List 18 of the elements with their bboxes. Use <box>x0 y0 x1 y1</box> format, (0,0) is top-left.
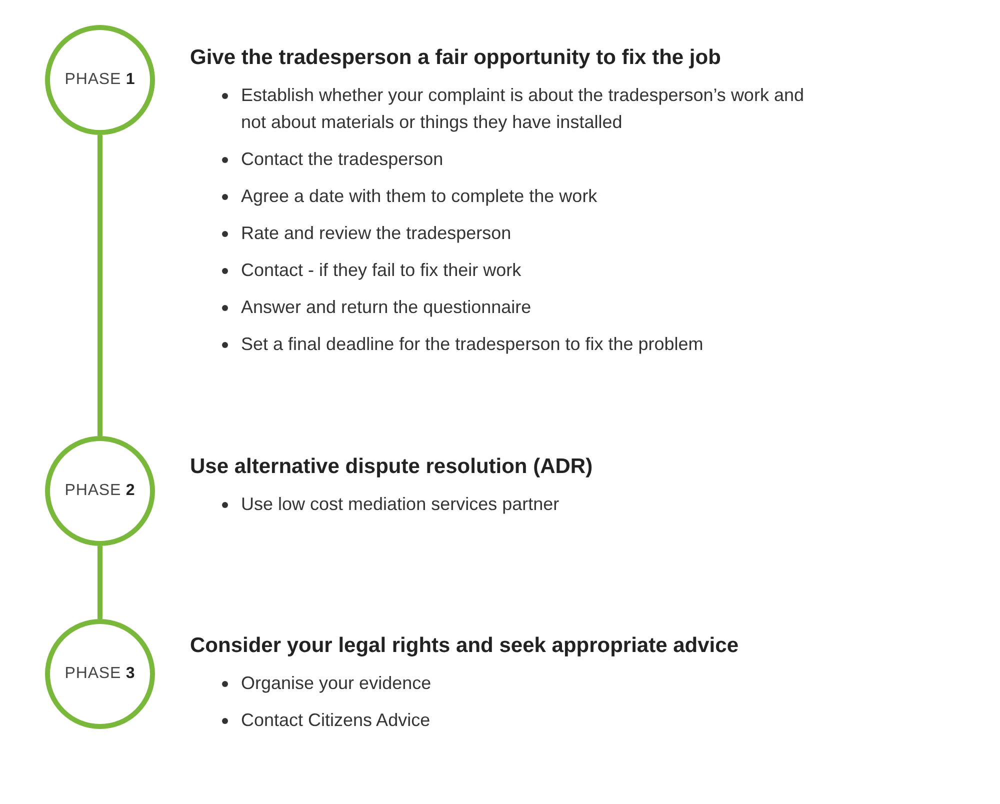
connector-line <box>98 546 102 619</box>
bullet-text: Contact Citizens Advice <box>241 709 432 732</box>
bullet-text: Establish whether your complaint is about the tradesperson’s work and not about materials or things they have installed <box>241 84 805 134</box>
bullet-text: Set a final deadline for the tradesperson to fix the problem <box>241 333 704 356</box>
phase-heading: Consider your legal rights and seek appropriate advice <box>190 633 740 659</box>
phase-heading: Give the tradesperson a fair opportunity to fix the job <box>190 45 722 71</box>
bullet-text: Answer and return the questionnaire <box>241 296 532 319</box>
bullet-text: Contact - if they fail to fix their work <box>241 259 522 282</box>
phase-label: PHASE 1 <box>64 70 136 90</box>
bullet-text: Use low cost mediation services partner <box>241 493 560 516</box>
phase-label: PHASE 3 <box>64 664 136 684</box>
phase-label: PHASE 2 <box>64 481 136 501</box>
phase-heading: Use alternative dispute resolution (ADR) <box>190 454 594 480</box>
bullet-text: Rate and review the tradesperson <box>241 222 512 245</box>
connector-line <box>98 135 102 436</box>
bullet-text: Organise your evidence <box>241 672 432 695</box>
bullet-text: Contact the tradesperson <box>241 148 444 171</box>
bullet-text: Agree a date with them to complete the work <box>241 185 598 208</box>
